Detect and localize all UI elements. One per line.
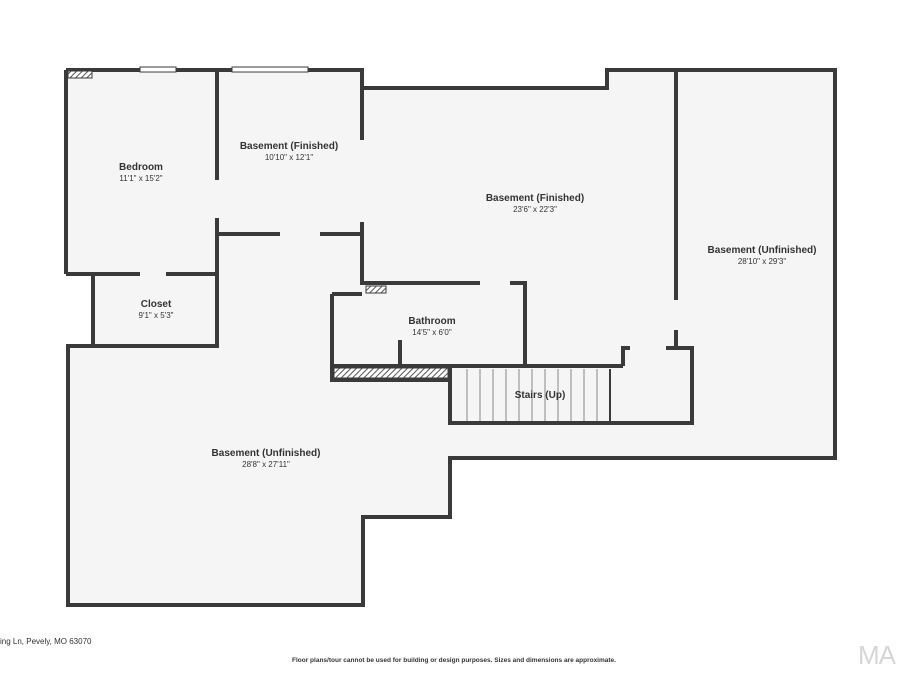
room-labels: Bedroom 11'1" x 15'2" Basement (Finished… bbox=[119, 141, 816, 469]
hatched-walls bbox=[67, 70, 449, 379]
window bbox=[231, 66, 309, 73]
room-dims-closet: 9'1" x 5'3" bbox=[139, 311, 174, 320]
disclaimer-text: Floor plans/tour cannot be used for buil… bbox=[292, 657, 616, 664]
room-label-basement-unfinished-left: Basement (Unfinished) bbox=[212, 448, 321, 459]
room-label-closet: Closet bbox=[141, 299, 172, 310]
stairs-treads bbox=[466, 369, 611, 421]
room-dims-basement-finished-large: 23'6" x 22'3" bbox=[513, 205, 557, 214]
room-label-basement-finished-small: Basement (Finished) bbox=[240, 141, 338, 152]
room-dims-bathroom: 14'5" x 6'0" bbox=[412, 328, 452, 337]
address-text: ing Ln, Pevely, MO 63070 bbox=[0, 637, 92, 646]
room-label-basement-unfinished-right: Basement (Unfinished) bbox=[708, 245, 817, 256]
brand-logo: MA bbox=[858, 640, 896, 670]
door-openings bbox=[140, 140, 679, 351]
room-label-basement-finished-large: Basement (Finished) bbox=[486, 193, 584, 204]
windows bbox=[139, 66, 309, 73]
room-dims-basement-finished-small: 10'10" x 12'1" bbox=[265, 153, 313, 162]
floor-fill bbox=[66, 70, 835, 605]
room-dims-basement-unfinished-left: 28'8" x 27'11" bbox=[242, 460, 290, 469]
room-dims-basement-unfinished-right: 28'10" x 29'3" bbox=[738, 257, 786, 266]
room-dims-bedroom: 11'1" x 15'2" bbox=[119, 174, 162, 183]
window bbox=[139, 66, 177, 73]
room-label-bedroom: Bedroom bbox=[119, 162, 163, 173]
room-label-stairs: Stairs (Up) bbox=[515, 390, 566, 401]
exterior-walls bbox=[64, 68, 837, 607]
room-label-bathroom: Bathroom bbox=[408, 316, 455, 327]
